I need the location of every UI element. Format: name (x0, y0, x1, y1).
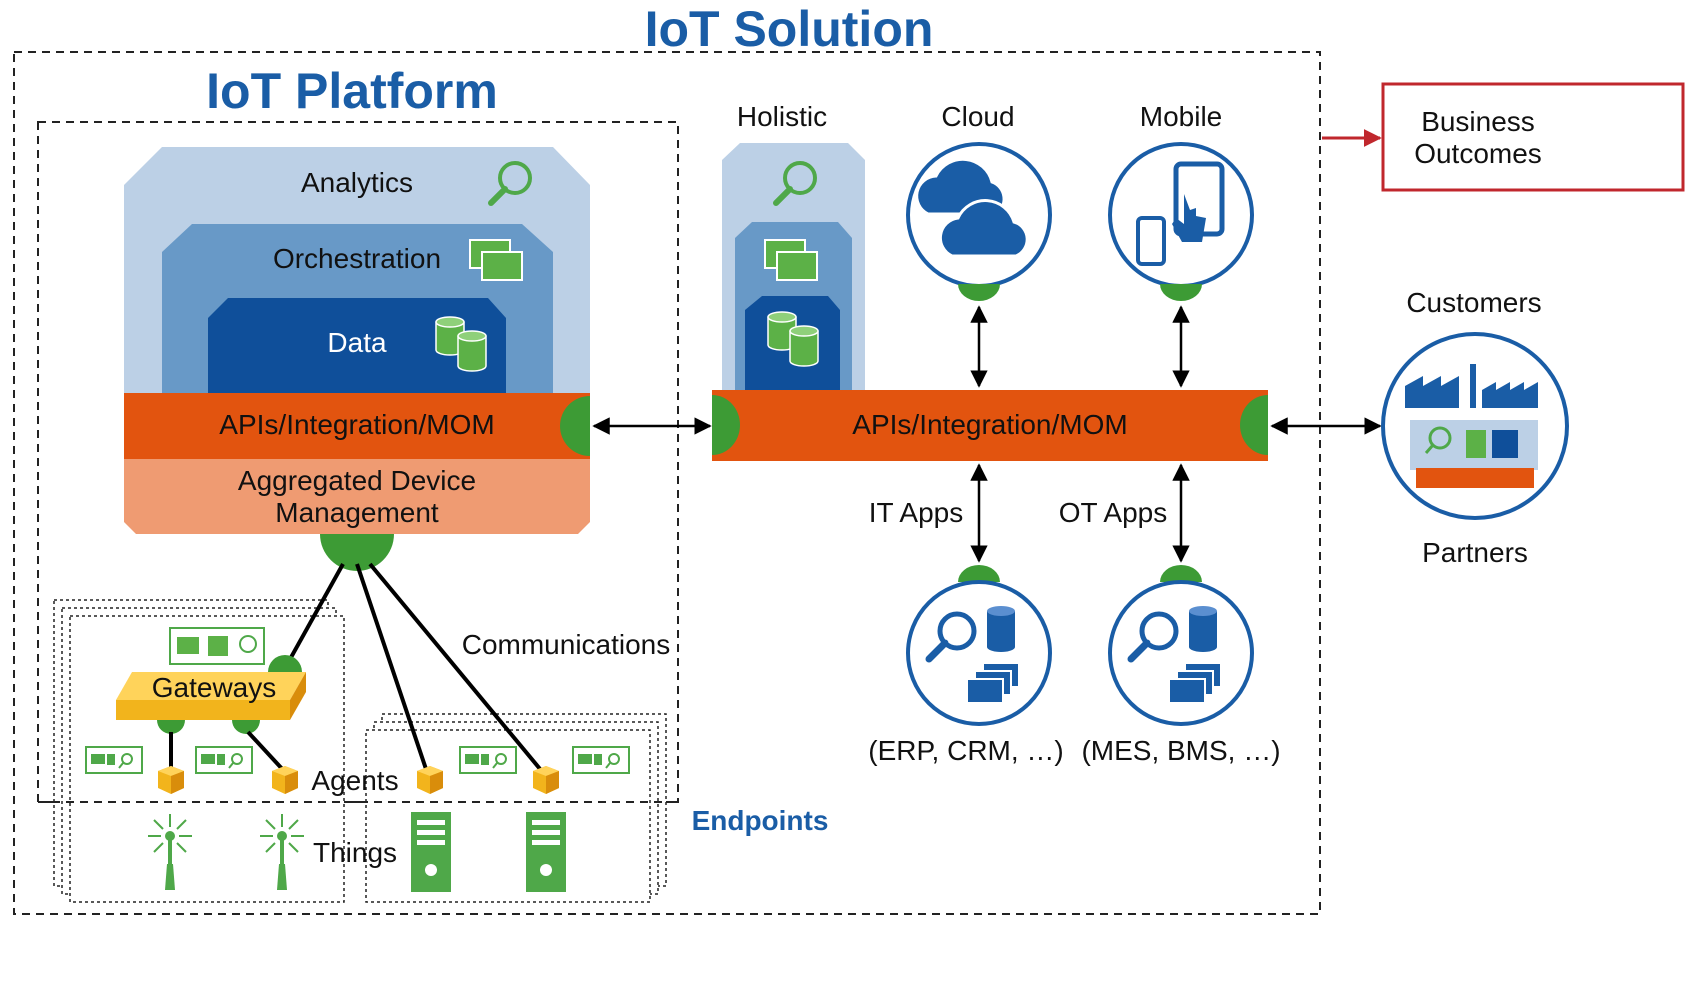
iot-platform-title: IoT Platform (206, 63, 498, 119)
solution-apis-label: APIs/Integration/MOM (852, 409, 1127, 440)
communications-label: Communications (462, 629, 671, 660)
device-management-label-line2: Management (275, 497, 439, 528)
gateway-capability-icon (169, 627, 265, 665)
analytics-label: Analytics (301, 167, 413, 198)
mobile-connector (1160, 284, 1202, 301)
data-label: Data (327, 327, 387, 358)
agent-icon-1 (158, 766, 184, 794)
cloud-icon (915, 157, 1029, 258)
it-examples-label: (ERP, CRM, …) (868, 735, 1064, 766)
edge-region: Communications Gateways Ag (38, 562, 829, 903)
ot-apps-connector (1160, 565, 1202, 582)
business-outcomes-box (1381, 82, 1685, 192)
platform-apis-connector (560, 396, 590, 456)
platform-apis-label: APIs/Integration/MOM (219, 409, 494, 440)
cloud-connector (958, 284, 1000, 301)
business-outcomes-line1: Business (1421, 106, 1535, 137)
server-icon-1 (411, 812, 451, 892)
device-management-connector (320, 534, 394, 571)
gateway-down-connector-right (232, 720, 260, 734)
gateways-platform (116, 672, 306, 720)
ot-examples-label: (MES, BMS, …) (1081, 735, 1280, 766)
endpoints-label: Endpoints (692, 805, 829, 836)
communication-links (282, 562, 547, 777)
agent-icon-2 (272, 766, 298, 794)
solution-apis-connector-left (712, 395, 740, 455)
mobile-node (1108, 142, 1254, 301)
partners-label: Partners (1422, 537, 1528, 568)
device-management-label-line1: Aggregated Device (238, 465, 476, 496)
agents-label: Agents (311, 765, 398, 796)
iot-platform-boundary (37, 121, 679, 803)
gateway-down-connector-left (157, 720, 185, 734)
device-management-layer (124, 459, 590, 534)
orchestration-label: Orchestration (273, 243, 441, 274)
solution-apis-bar (712, 390, 1268, 461)
tablet-icon (1136, 161, 1225, 266)
it-apps-node (906, 565, 1052, 726)
solution-apis-connector-right (1240, 395, 1268, 455)
things-label: Things (313, 837, 397, 868)
holistic-label: Holistic (737, 101, 827, 132)
cloud-label: Cloud (941, 101, 1014, 132)
gateway-connector (268, 655, 302, 672)
holistic-stack: Holistic (722, 101, 865, 395)
agent-icon-4 (533, 766, 559, 794)
iot-solution-boundary (13, 51, 1321, 915)
business-outcomes-line2: Outcomes (1414, 138, 1542, 169)
platform-stack: Analytics Orchestration Data APIs/Integr… (124, 147, 590, 571)
agent-capability-icon-2 (195, 746, 253, 774)
ot-apps-node (1108, 565, 1254, 726)
it-apps-connector (958, 565, 1000, 582)
platform-apis-bar (124, 393, 590, 459)
customers-label: Customers (1406, 287, 1541, 318)
it-apps-label: IT Apps (869, 497, 963, 528)
agent-icon-3 (417, 766, 443, 794)
agent-capability-icon-1 (85, 746, 143, 774)
cloud-node (906, 142, 1052, 301)
customers-partners-node (1381, 332, 1569, 520)
server-icon-2 (526, 812, 566, 892)
ot-apps-label: OT Apps (1059, 497, 1167, 528)
data-layer (208, 298, 506, 400)
factory-icon (1405, 364, 1538, 408)
agent-capability-icon-4 (572, 746, 630, 774)
gateways-label: Gateways (152, 672, 277, 703)
agent-capability-icon-3 (459, 746, 517, 774)
iot-solution-title: IoT Solution (645, 1, 934, 57)
mobile-label: Mobile (1140, 101, 1222, 132)
